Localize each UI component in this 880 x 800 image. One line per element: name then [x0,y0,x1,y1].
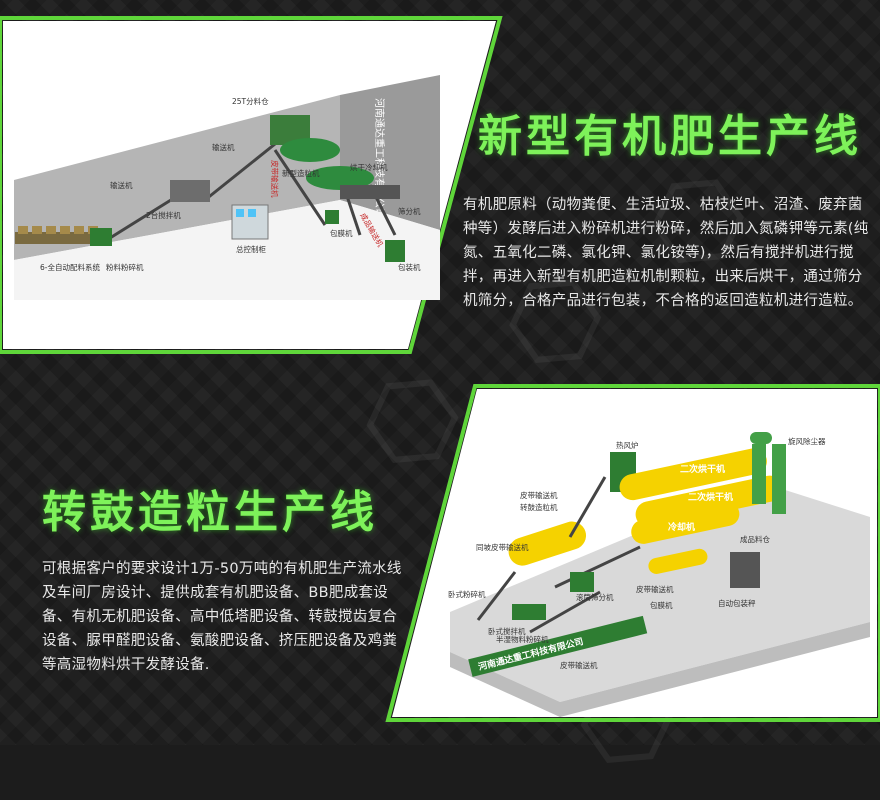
top-label-batching: 6-全自动配料系统 [40,262,100,272]
top-label-conveyor-red: 皮带输送机 [270,160,280,198]
bottom-diagram-frame: 河南通达重工科技有限公司 热风炉 二次烘干机 二次烘干机 旋风除尘器 转鼓造粒机… [385,384,880,722]
top-label-conveyor2: 输送机 [110,180,133,190]
bottom-label-mixer: 卧式搅拌机 [488,626,526,636]
top-label-bin: 25T分料仓 [232,96,269,106]
bottom-section: 河南通达重工科技有限公司 热风炉 二次烘干机 二次烘干机 旋风除尘器 转鼓造粒机… [0,372,880,745]
top-label-crusher: 粉料粉碎机 [106,262,144,272]
bottom-label-crusher: 卧式粉碎机 [448,589,486,599]
bottom-label-screen: 滚筒筛分机 [576,592,614,602]
bottom-description: 可根据客户的要求设计1万-50万吨的有机肥生产流水线及车间厂房设计、提供成套有机… [42,561,402,673]
top-description: 有机肥原料（动物粪便、生活垃圾、枯枝烂叶、沼渣、废弃菌种等）发酵后进入粉碎机进行… [463,197,869,309]
top-diagram-frame: 河南通达重工科技有限公司 25T分料仓 输送机 [0,16,503,354]
top-label-granulator: 新型造粒机 [282,168,320,178]
bottom-label-dryer2: 二次烘干机 [680,463,725,475]
top-label-packer: 包装机 [398,262,421,272]
bottom-label-cyclone: 旋风除尘器 [788,436,826,446]
top-company-wall: 河南通达重工科技有限公司 [373,98,386,218]
bottom-label-finished: 成品料仓 [740,534,770,544]
bottom-label-cooler: 冷却机 [668,521,695,533]
top-label-screen: 筛分机 [398,206,421,216]
bottom-label-conveyor2: 皮带输送机 [636,584,674,594]
bottom-label-coating: 包膜机 [650,600,673,610]
bottom-label-half-wet: 半湿物料粉碎机 [496,634,549,644]
top-section: 河南通达重工科技有限公司 25T分料仓 输送机 [0,0,880,370]
bottom-label-conveyor1: 同坡皮带输送机 [476,542,529,552]
top-title: 新型有机肥生产线 [478,111,862,162]
bottom-label-drum: 转鼓造粒机 [520,502,558,512]
top-label-mixer: 2台搅拌机 [146,210,181,220]
top-label-conveyor1: 输送机 [212,142,235,152]
bottom-title: 转鼓造粒生产线 [42,487,378,538]
bottom-label-hot-air: 热风炉 [616,440,639,450]
bottom-label-packer: 自动包装秤 [718,598,756,608]
top-label-control: 总控制柜 [236,244,266,254]
bottom-label-belt-b: 皮带输送机 [560,660,598,670]
bottom-label-dryer2b: 二次烘干机 [688,491,733,503]
bottom-label-belt-a: 皮带输送机 [520,490,558,500]
top-label-coating: 包膜机 [330,228,353,238]
top-label-dryer: 烘干冷却机 [350,162,388,172]
